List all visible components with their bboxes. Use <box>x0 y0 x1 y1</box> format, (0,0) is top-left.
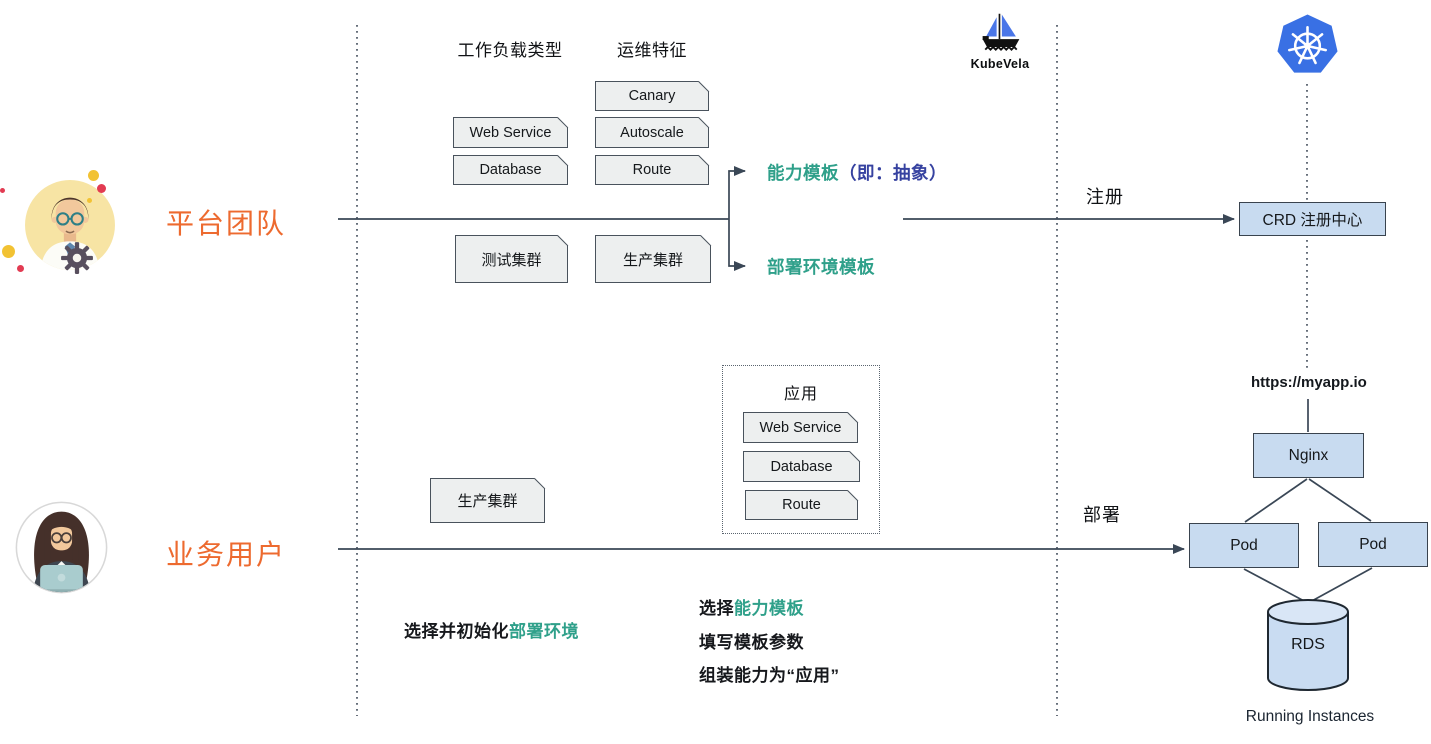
nginx-box: Nginx <box>1253 433 1364 478</box>
trait-box-autoscale: Autoscale <box>595 116 710 148</box>
rds-label: RDS <box>1291 636 1325 653</box>
cluster-box-prod: 生产集群 <box>595 234 712 283</box>
step-assemble-app: 组装能力为“应用” <box>699 666 840 685</box>
traits-header: 运维特征 <box>617 41 687 60</box>
decor-dot <box>97 184 106 193</box>
step-init-env-highlight: 部署环境 <box>509 622 579 641</box>
decor-dot <box>2 245 15 258</box>
cluster-box-prod-business: 生产集群 <box>430 477 546 523</box>
lane-label-business-user: 业务用户 <box>166 539 287 570</box>
app-url: https://myapp.io <box>1251 374 1367 391</box>
step-choose-highlight: 能力模板 <box>734 599 804 618</box>
env-template-label: 部署环境模板 <box>767 257 875 277</box>
lane-label-platform-team: 平台团队 <box>166 208 287 239</box>
workload-box-web-service: Web Service <box>453 116 569 148</box>
step-fill-params: 填写模板参数 <box>699 633 804 652</box>
app-box-web-service: Web Service <box>743 411 859 443</box>
workload-box-database: Database <box>453 154 569 185</box>
running-instances-caption: Running Instances <box>1245 708 1375 725</box>
solid-arrows <box>338 166 1373 603</box>
business-user-avatar <box>15 501 108 594</box>
step-choose-capability: 选择能力模板 <box>699 594 804 619</box>
deploy-label: 部署 <box>1083 505 1121 525</box>
kubernetes-logo-icon <box>1277 14 1338 73</box>
kubevela-logo-text: KubeVela <box>970 57 1030 71</box>
trait-box-canary: Canary <box>595 80 710 111</box>
app-box-route: Route <box>745 489 859 520</box>
capability-template-suffix: （即：抽象） <box>839 163 947 183</box>
app-box-database: Database <box>743 450 861 482</box>
register-label: 注册 <box>1086 187 1124 207</box>
crd-registry-box: CRD 注册中心 <box>1239 202 1386 236</box>
gear-icon <box>61 242 93 274</box>
rds-cylinder <box>1267 599 1349 691</box>
capability-template-text: 能力模板 <box>767 163 839 183</box>
kubevela-logo-icon <box>982 13 1020 51</box>
step-init-env-prefix: 选择并初始化 <box>404 622 509 641</box>
decor-dot <box>0 188 5 193</box>
application-frame <box>722 365 880 534</box>
step-init-env: 选择并初始化部署环境 <box>404 617 579 642</box>
application-title: 应用 <box>783 386 818 403</box>
step-choose-prefix: 选择 <box>699 599 734 618</box>
decor-dot <box>87 198 92 203</box>
decor-dot <box>17 265 24 272</box>
cluster-box-test: 测试集群 <box>455 234 569 283</box>
trait-box-route: Route <box>595 154 710 185</box>
workload-types-header: 工作负载类型 <box>457 41 563 60</box>
pod-box-right: Pod <box>1318 522 1428 567</box>
capability-template-label: 能力模板（即：抽象） <box>767 160 947 185</box>
decor-dot <box>88 170 99 181</box>
pod-box-left: Pod <box>1189 523 1299 568</box>
